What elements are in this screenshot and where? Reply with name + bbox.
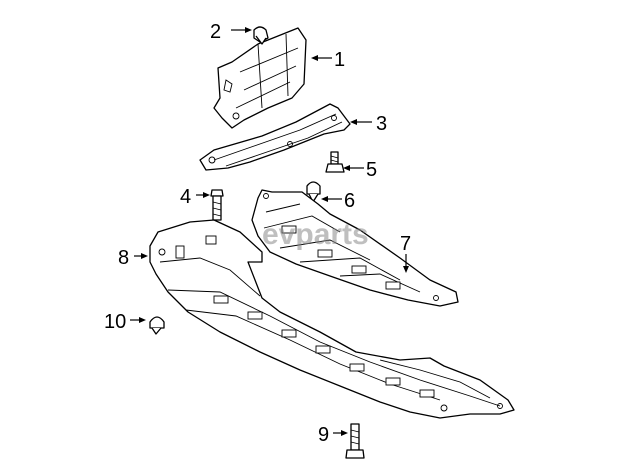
- part-4-bolt: [210, 189, 224, 221]
- watermark-logo: evparts: [262, 218, 369, 251]
- part-1-bracket: [213, 27, 307, 129]
- callout-leaders: [130, 27, 409, 436]
- callout-3: 3: [376, 113, 387, 135]
- callout-2: 2: [210, 21, 221, 43]
- callout-9: 9: [318, 424, 329, 446]
- part-9-bolt: [345, 423, 365, 459]
- callout-8: 8: [118, 247, 129, 269]
- callout-1: 1: [334, 49, 345, 71]
- part-5-bolt: [325, 151, 345, 173]
- callout-6: 6: [344, 190, 355, 212]
- part-8-engine-cover: [149, 219, 515, 419]
- part-7-side-cover: [251, 189, 459, 307]
- part-3-cross-member: [199, 103, 351, 171]
- callout-4: 4: [180, 186, 191, 208]
- part-10-clip: [149, 316, 165, 335]
- callout-5: 5: [366, 159, 377, 181]
- part-2-clip: [253, 26, 269, 45]
- callout-7: 7: [400, 233, 411, 255]
- callout-10: 10: [104, 311, 126, 333]
